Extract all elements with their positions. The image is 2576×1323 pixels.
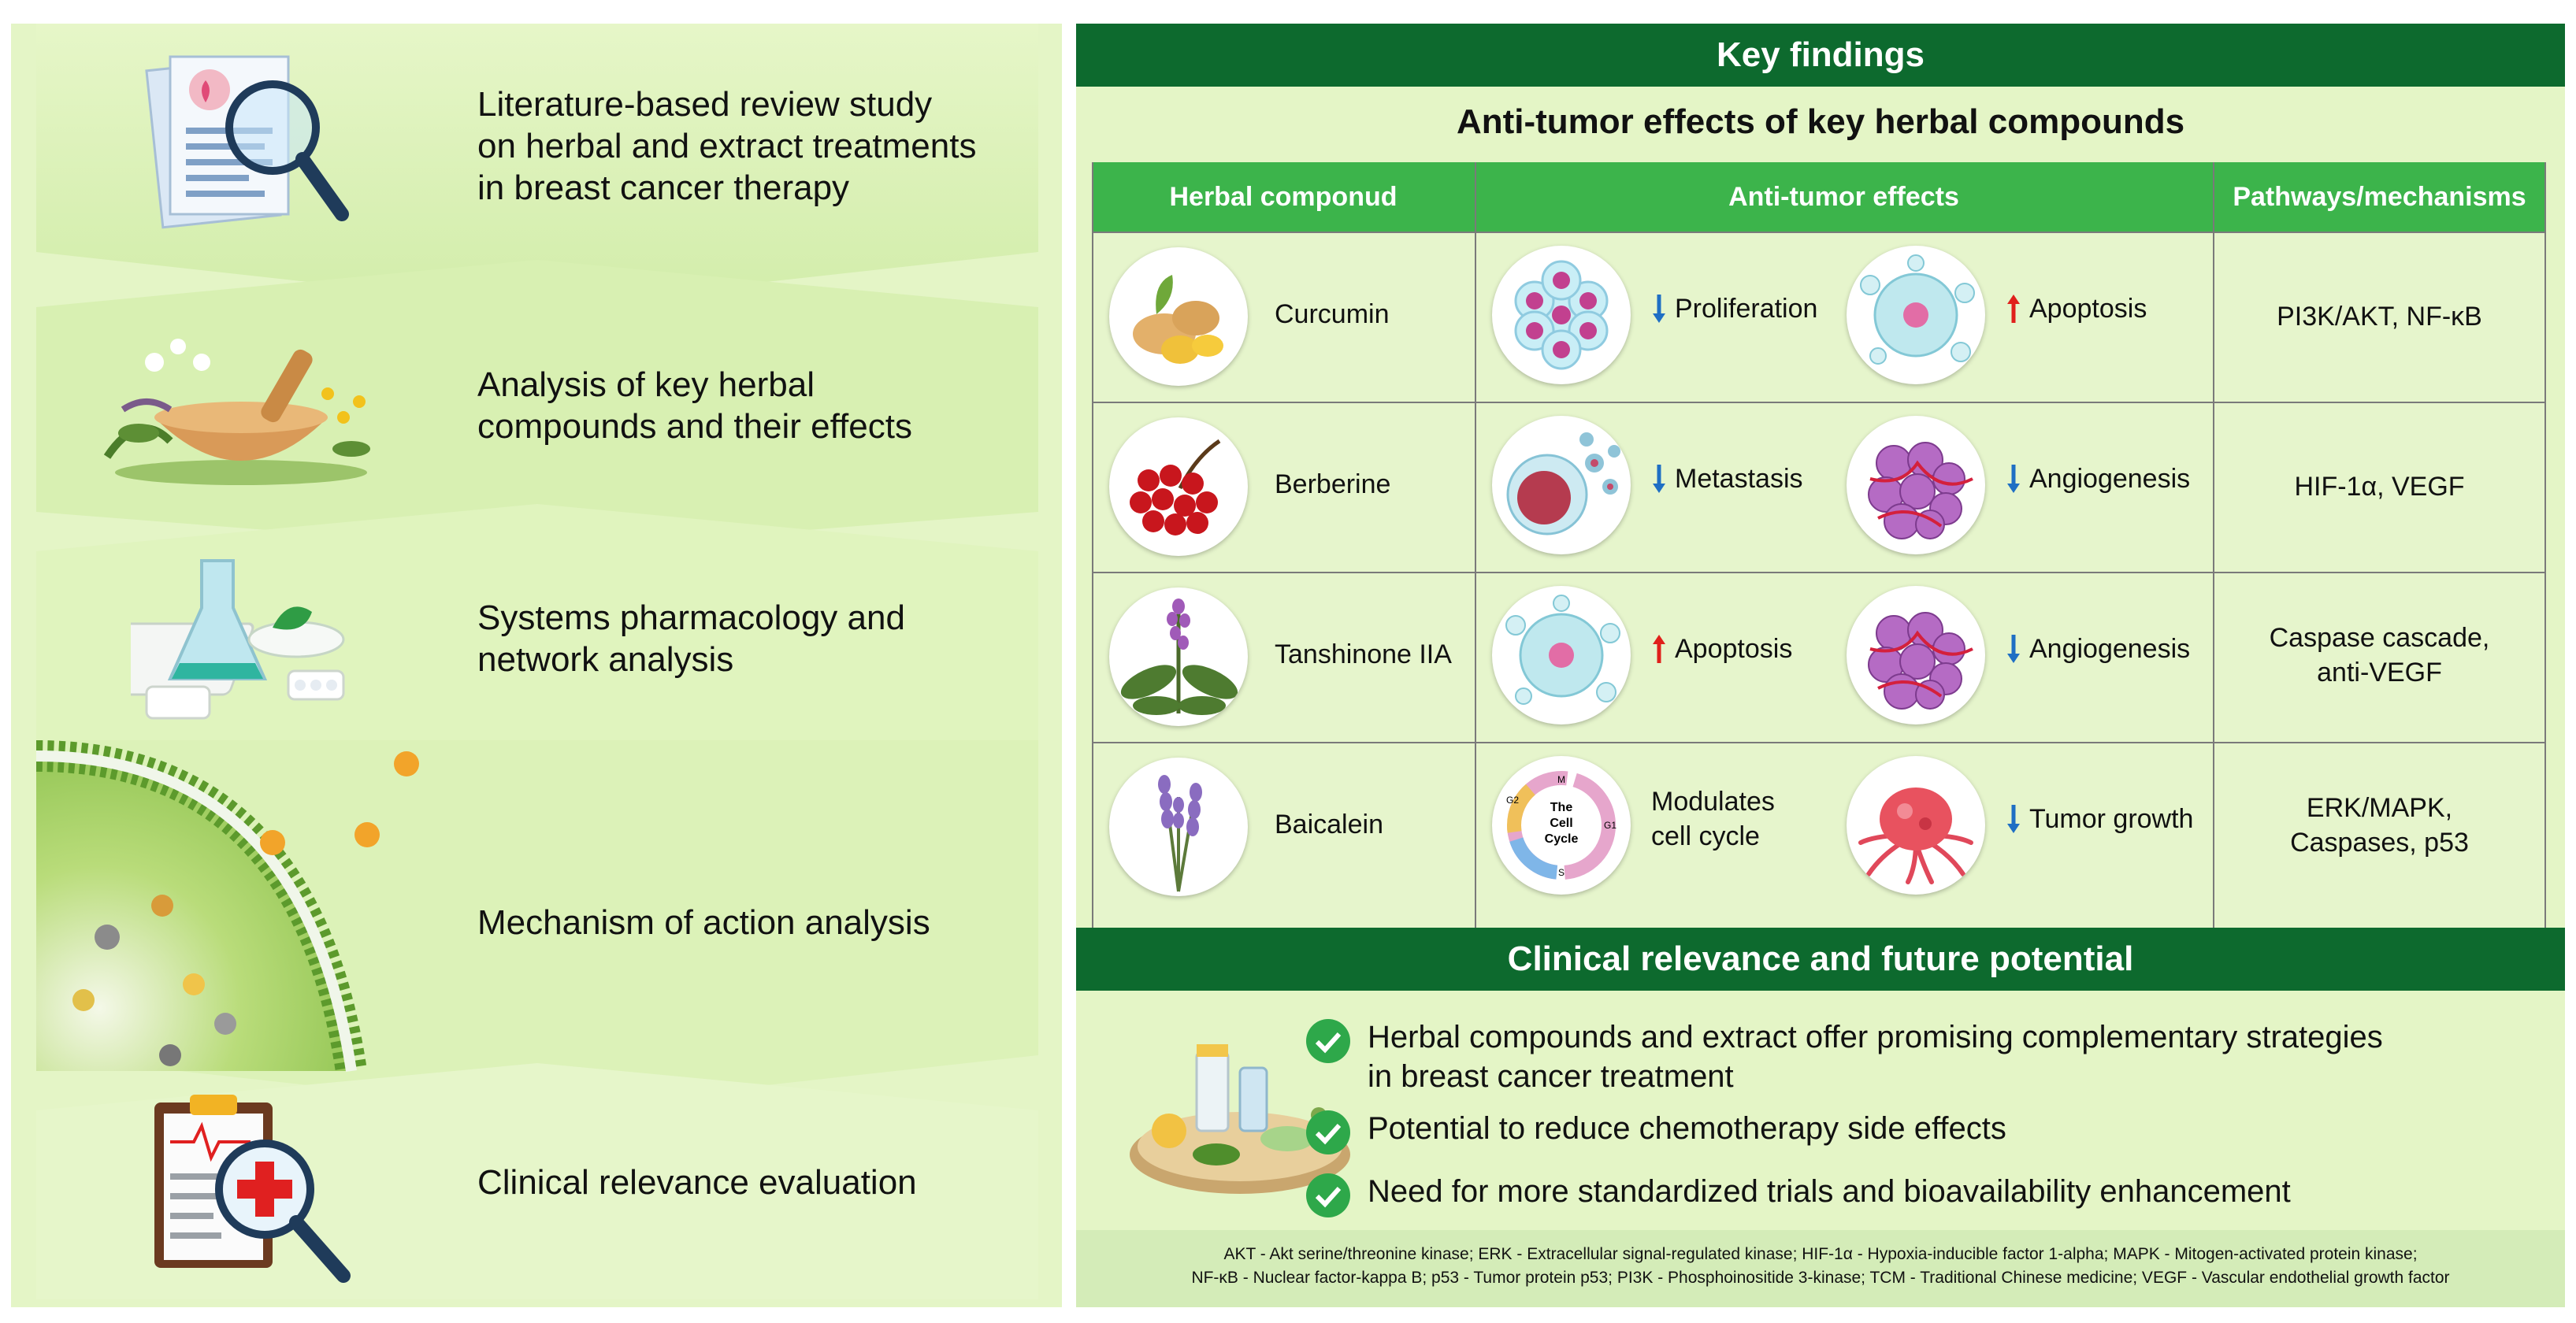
check-icon bbox=[1306, 1019, 1350, 1063]
herbal-medicine-tray-icon bbox=[1130, 1044, 1350, 1194]
cell-cycle-title: Cell bbox=[1550, 817, 1572, 830]
workflow-step-5: Clinical relevance evaluation bbox=[36, 1063, 1038, 1299]
table-row-berberine: Berberine Metastasis Angiogenesis HIF-1α… bbox=[1092, 402, 2546, 572]
lavender-icon bbox=[1109, 758, 1248, 896]
vascular-tumor-icon bbox=[1847, 586, 1985, 724]
table-border bbox=[1092, 402, 2546, 403]
cell-cycle-icon: The Cell Cycle M G1 S G2 bbox=[1492, 756, 1631, 895]
header-compound: Herbal componud bbox=[1092, 162, 1475, 232]
table-border bbox=[2213, 162, 2214, 931]
apoptotic-cell-icon bbox=[1847, 246, 1985, 384]
compound-name: Baicalein bbox=[1275, 810, 1383, 839]
table-border bbox=[1092, 572, 2546, 573]
ginger-root-icon bbox=[1109, 247, 1248, 386]
document-magnifier-icon bbox=[145, 55, 349, 229]
flask-pills-icon bbox=[131, 559, 345, 720]
arrow-up-icon bbox=[1653, 635, 1665, 663]
workflow-step-4: Mechanism of action analysis bbox=[36, 740, 1038, 1110]
effect-label: Tumor growth bbox=[2006, 803, 2193, 835]
mortar-herbs-icon bbox=[103, 339, 370, 485]
table-border bbox=[1092, 162, 1093, 931]
chevron-band bbox=[36, 1063, 1038, 1299]
apoptotic-cell-icon bbox=[1492, 586, 1631, 724]
arrow-down-icon bbox=[1653, 295, 1665, 323]
table-border bbox=[1092, 232, 2546, 233]
arrow-down-icon bbox=[2007, 805, 2020, 833]
effect-label: Metastasis bbox=[1651, 463, 1803, 495]
metastasis-cell-icon bbox=[1492, 416, 1631, 554]
table-row-tanshinone: Tanshinone IIA Apoptosis Angiogenesis Ca… bbox=[1092, 572, 2546, 742]
phase-label: G2 bbox=[1506, 795, 1519, 806]
effect-label: Modulates cell cycle bbox=[1651, 787, 1775, 851]
table-row-curcumin: Curcumin Proliferation Apoptosis PI3K/AK… bbox=[1092, 232, 2546, 402]
findings-table: Herbal componud Anti-tumor effects Pathw… bbox=[1092, 162, 2546, 931]
cell-cluster-icon bbox=[1492, 246, 1631, 384]
effect-label: Angiogenesis bbox=[2006, 633, 2190, 665]
cell-cycle-title: Cycle bbox=[1545, 832, 1579, 846]
table-border bbox=[1475, 162, 1476, 931]
effect-label: Proliferation bbox=[1651, 293, 1817, 324]
pathway-text: Caspase cascade,anti-VEGF bbox=[2269, 623, 2490, 687]
effect-label: Angiogenesis bbox=[2006, 463, 2190, 495]
tumor-mass-icon bbox=[1847, 756, 1985, 895]
step-5-text: Clinical relevance evaluation bbox=[477, 1163, 917, 1202]
cell-cycle-title: The bbox=[1550, 801, 1573, 814]
abbreviations-footnote: AKT - Akt serine/threonine kinase; ERK -… bbox=[1076, 1230, 2565, 1307]
header-pathways: Pathways/mechanisms bbox=[2213, 162, 2546, 232]
arrow-up-icon bbox=[2007, 295, 2020, 323]
cell-membrane-icon bbox=[36, 740, 419, 1073]
table-row-baicalein: Baicalein The Cell Cycle M G1 S G2 Modul… bbox=[1092, 742, 2546, 931]
red-berries-icon bbox=[1109, 417, 1248, 556]
pathway-text: HIF-1α, VEGF bbox=[2294, 472, 2465, 502]
chevron-band bbox=[36, 504, 1038, 788]
pathway-text: PI3K/AKT, NF-κB bbox=[2277, 302, 2482, 332]
sage-plant-icon bbox=[1109, 587, 1248, 726]
step-4-text: Mechanism of action analysis bbox=[477, 903, 930, 942]
header-effects: Anti-tumor effects bbox=[1475, 162, 2213, 232]
key-findings-title: Key findings bbox=[1076, 24, 2565, 87]
phase-label: M bbox=[1557, 774, 1565, 785]
clinical-bullet-3: Need for more standardized trials and bi… bbox=[1306, 1172, 2291, 1217]
clinical-bullet-2: Potential to reduce chemotherapy side ef… bbox=[1306, 1109, 2006, 1154]
clipboard-magnifier-icon bbox=[154, 1095, 351, 1283]
compound-name: Tanshinone IIA bbox=[1275, 639, 1452, 669]
clinical-bullet-1: Herbal compounds and extract offer promi… bbox=[1306, 1017, 2383, 1096]
table-border bbox=[2544, 162, 2546, 931]
clinical-title: Clinical relevance and future potential bbox=[1076, 928, 2565, 991]
effect-label: Apoptosis bbox=[2006, 293, 2147, 324]
table-border bbox=[1092, 742, 2546, 743]
arrow-down-icon bbox=[1653, 465, 1665, 493]
check-icon bbox=[1306, 1110, 1350, 1154]
pathway-text: ERK/MAPK,Caspases, p53 bbox=[2290, 793, 2469, 858]
compound-name: Curcumin bbox=[1275, 299, 1390, 329]
phase-label: S bbox=[1558, 867, 1565, 878]
key-findings-panel: Key findings Anti-tumor effects of key h… bbox=[1076, 24, 2565, 1307]
vascular-tumor-icon bbox=[1847, 416, 1985, 554]
check-icon bbox=[1306, 1173, 1350, 1217]
phase-label: G1 bbox=[1604, 820, 1616, 831]
arrow-down-icon bbox=[2007, 465, 2020, 493]
compound-name: Berberine bbox=[1275, 469, 1391, 499]
arrow-down-icon bbox=[2007, 635, 2020, 663]
key-findings-subtitle: Anti-tumor effects of key herbal compoun… bbox=[1456, 102, 2185, 141]
effect-label: Apoptosis bbox=[1651, 633, 1792, 665]
